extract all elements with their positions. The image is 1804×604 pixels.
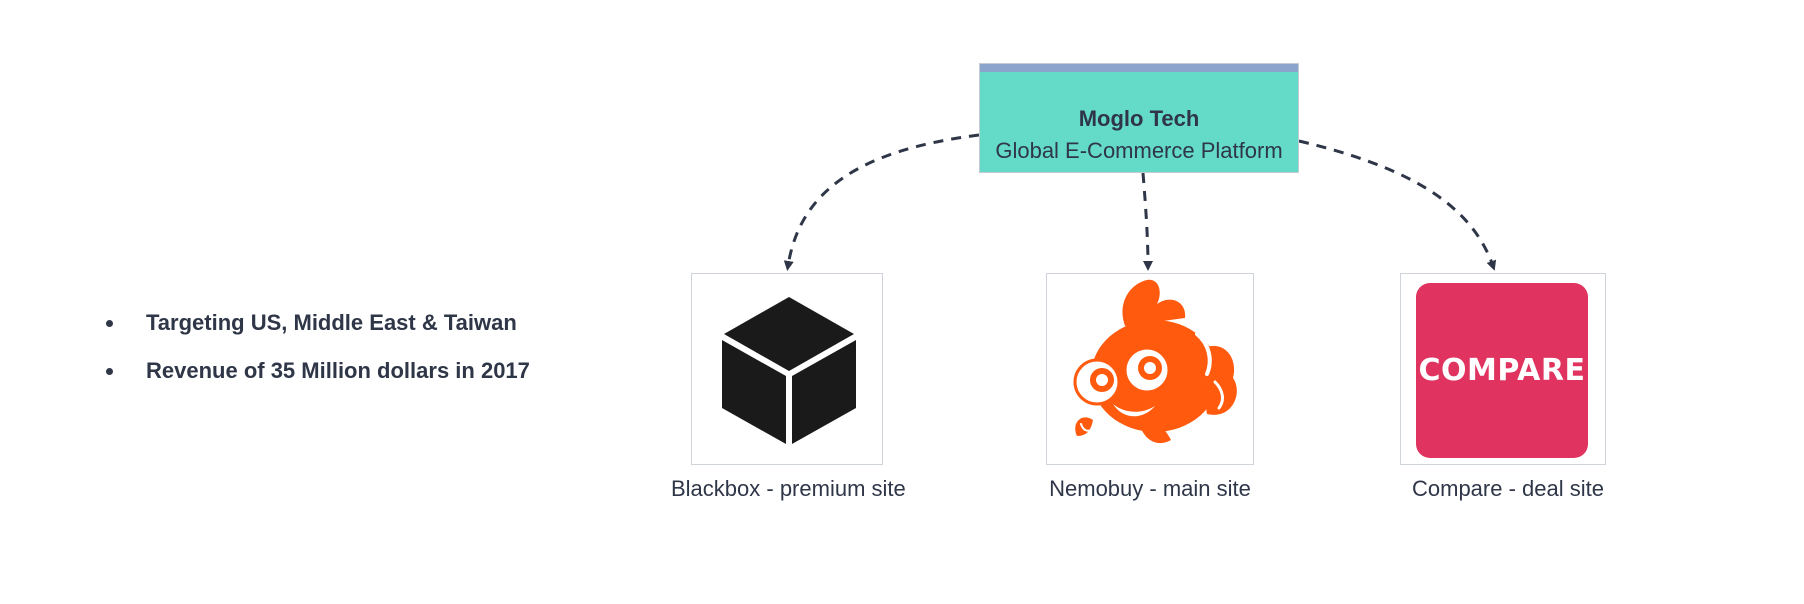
bullet-list: Targeting US, Middle East & Taiwan Reven…: [104, 308, 530, 404]
clownfish-icon: [1073, 279, 1237, 444]
root-node-title: Moglo Tech: [1078, 106, 1200, 131]
connector-to-blackbox: [783, 133, 980, 271]
compare-label: Compare - deal site: [1412, 476, 1604, 501]
compare-node: COMPARE: [1400, 273, 1606, 465]
root-node-top-bar: [980, 64, 1298, 72]
bullet-text: Targeting US, Middle East & Taiwan: [146, 310, 517, 335]
nemobuy-label: Nemobuy - main site: [1049, 476, 1251, 501]
blackbox-node: [691, 273, 883, 465]
connector-to-nemobuy: [1141, 172, 1153, 271]
cube-icon: [722, 297, 856, 444]
bullet-text: Revenue of 35 Million dollars in 2017: [146, 358, 530, 383]
compare-logo: COMPARE: [1416, 283, 1588, 458]
compare-logo-text: COMPARE: [1418, 353, 1586, 388]
connector-to-compare: [1298, 139, 1497, 271]
bullet-dot-icon: [106, 320, 113, 327]
nemobuy-node: [1046, 273, 1254, 465]
bullet-item: Revenue of 35 Million dollars in 2017: [104, 356, 530, 386]
root-node-subtitle: Global E-Commerce Platform: [995, 138, 1283, 163]
bullet-item: Targeting US, Middle East & Taiwan: [104, 308, 530, 338]
root-node: Moglo Tech Global E-Commerce Platform: [979, 63, 1299, 173]
blackbox-label: Blackbox - premium site: [671, 476, 906, 501]
bullet-dot-icon: [106, 368, 113, 375]
